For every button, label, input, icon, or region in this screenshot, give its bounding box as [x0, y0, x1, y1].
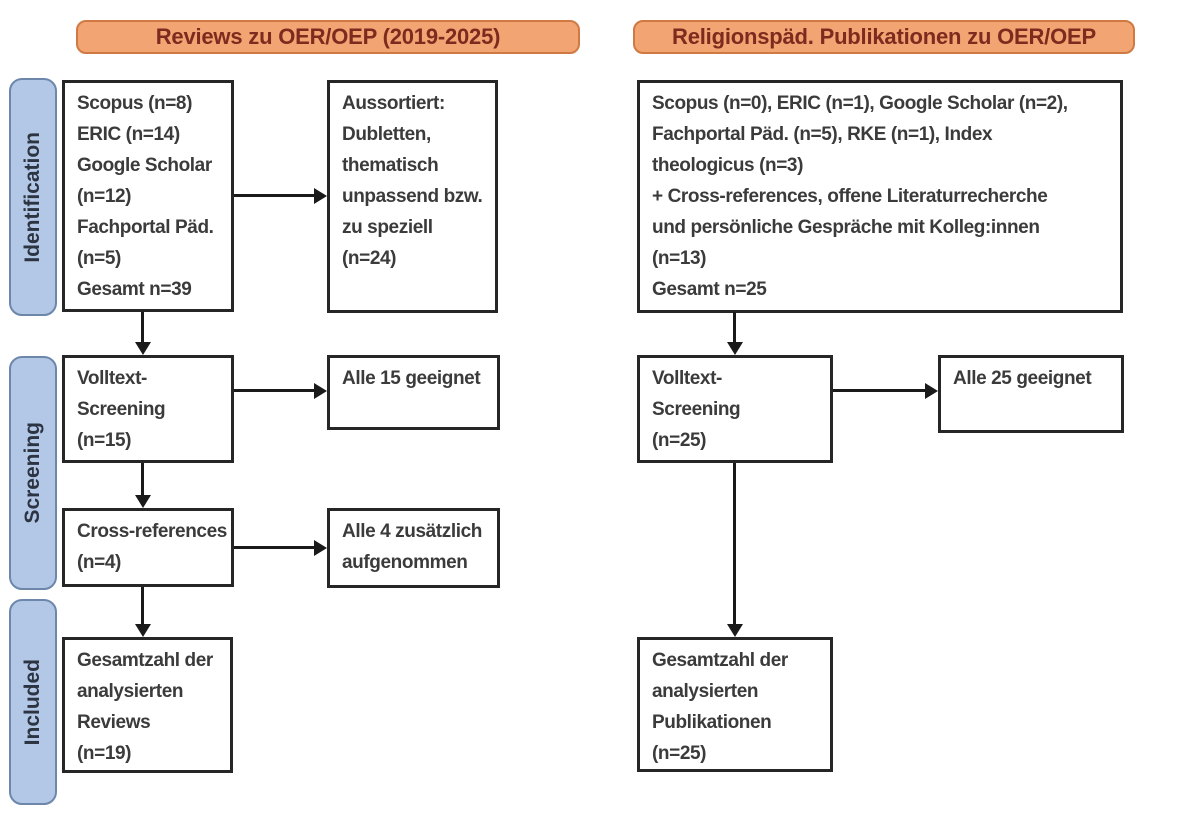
stage-label-screening: Screening	[9, 356, 57, 590]
box-left-excluded: Aussortiert: Dubletten, thematisch unpas…	[327, 80, 498, 313]
arrow-left-crossref-to-result-icon	[234, 546, 314, 549]
box-right-fulltext-screening: Volltext- Screening (n=25)	[637, 355, 833, 463]
stage-label-screening-text: Screening	[21, 422, 44, 524]
box-left-fulltext-result: Alle 15 geeignet	[327, 355, 500, 430]
arrow-right-sources-to-fulltext-icon	[733, 312, 736, 342]
arrow-left-crossref-to-included-icon	[141, 587, 144, 624]
column-header-reviews: Reviews zu OER/OEP (2019-2025)	[76, 20, 580, 54]
column-header-religionspaed: Religionspäd. Publikationen zu OER/OEP	[633, 20, 1135, 54]
box-left-crossref-result: Alle 4 zusätzlich aufgenommen	[327, 508, 500, 588]
box-left-included-total: Gesamtzahl der analysierten Reviews (n=1…	[62, 637, 233, 773]
arrow-left-sources-to-fulltext-icon	[141, 312, 144, 342]
stage-label-included-text: Included	[21, 658, 44, 746]
box-left-sources: Scopus (n=8) ERIC (n=14) Google Scholar …	[62, 80, 234, 312]
stage-label-identification-text: Identification	[21, 131, 44, 263]
box-right-fulltext-result: Alle 25 geeignet	[938, 355, 1124, 433]
box-right-sources: Scopus (n=0), ERIC (n=1), Google Scholar…	[637, 80, 1123, 313]
box-left-crossreferences: Cross-references (n=4)	[62, 508, 234, 587]
arrow-right-fulltext-to-included-icon	[733, 463, 736, 624]
box-right-included-total: Gesamtzahl der analysierten Publikatione…	[637, 637, 833, 772]
stage-label-identification: Identification	[9, 78, 57, 316]
arrow-left-fulltext-to-result-icon	[234, 389, 314, 392]
arrow-right-fulltext-to-result-icon	[833, 389, 925, 392]
box-left-fulltext-screening: Volltext- Screening (n=15)	[62, 355, 234, 463]
arrow-left-fulltext-to-crossref-icon	[141, 463, 144, 495]
stage-label-included: Included	[9, 599, 57, 805]
arrow-left-sources-to-excluded-icon	[234, 194, 314, 197]
